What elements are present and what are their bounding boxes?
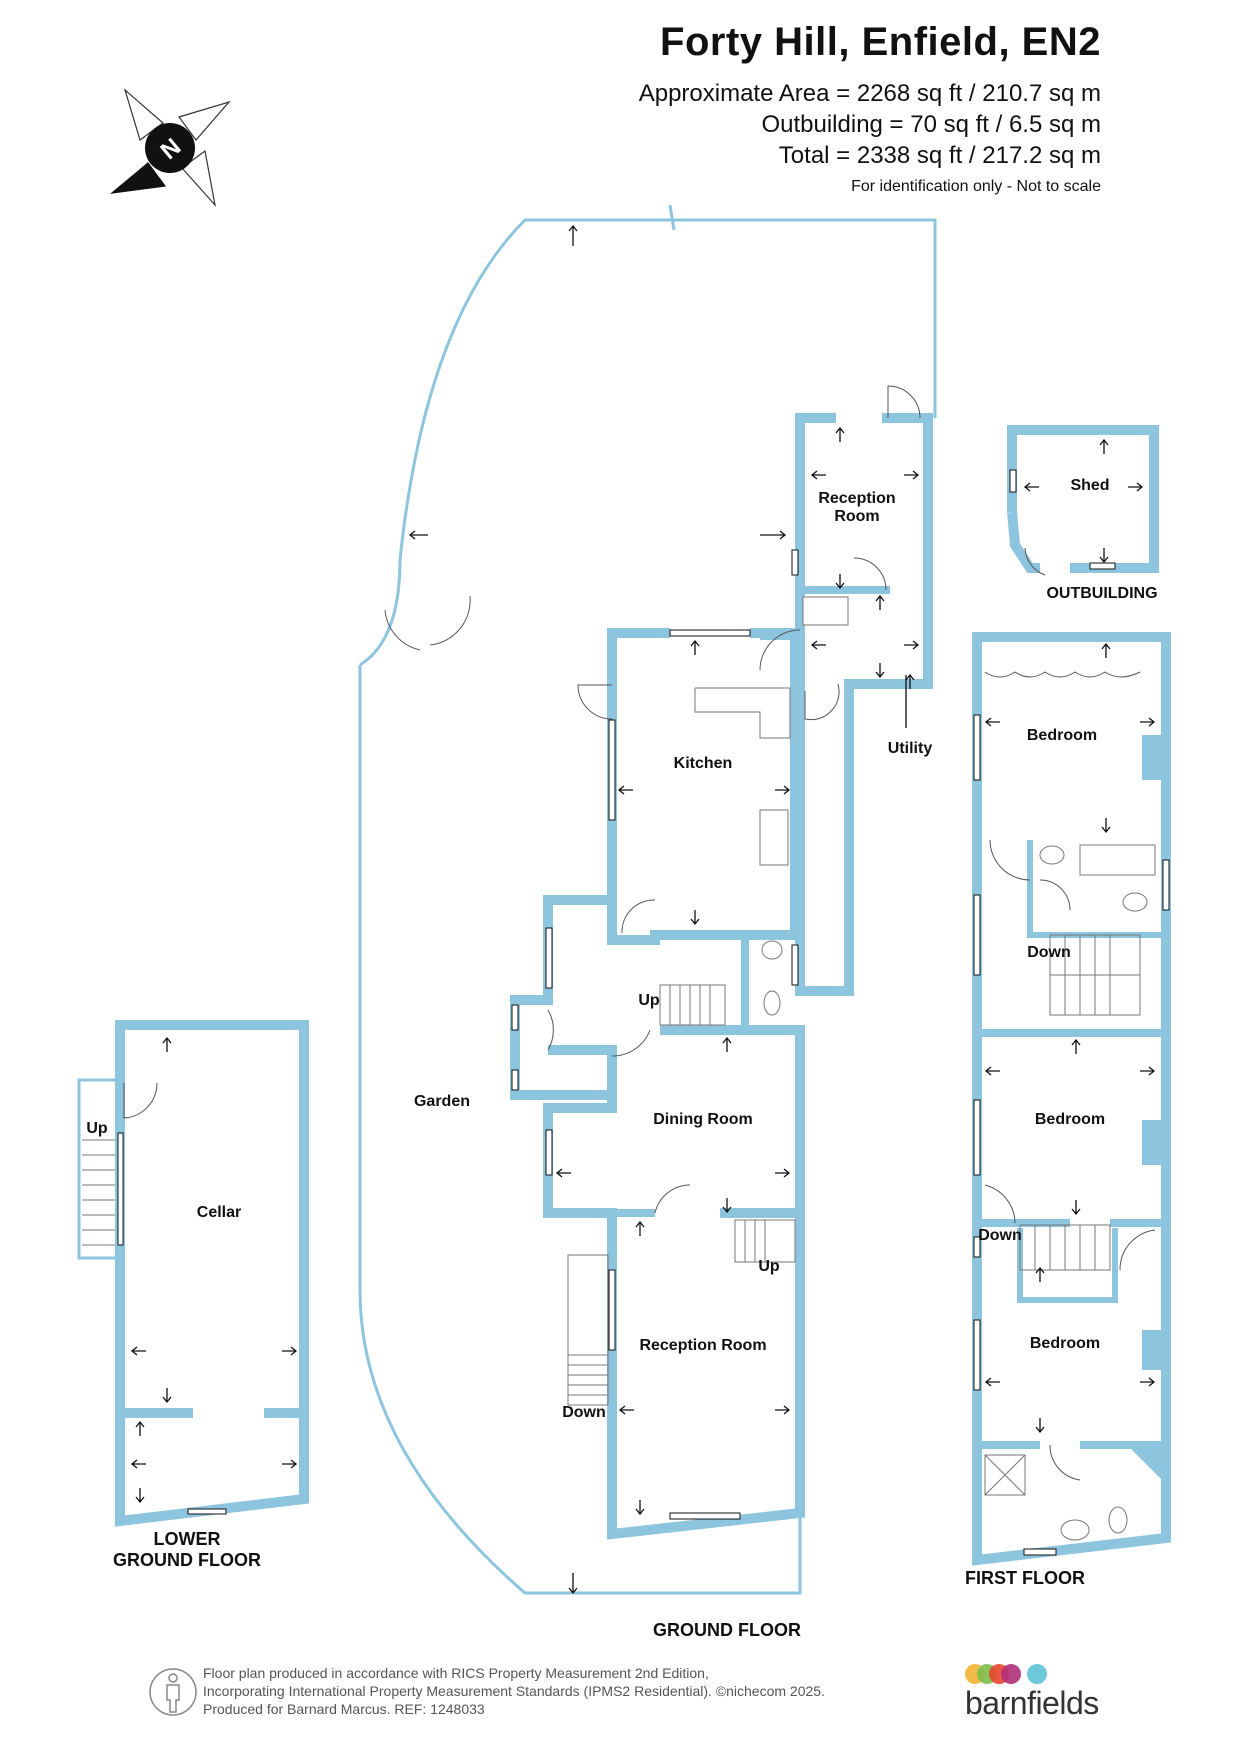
footer: Floor plan produced in accordance with R… <box>203 1664 825 1718</box>
outbuilding-area: Outbuilding = 70 sq ft / 6.5 sq m <box>761 111 1101 138</box>
stairs-up-label-2: Up <box>758 1258 780 1275</box>
garden-label: Garden <box>414 1093 470 1110</box>
total-area: Total = 2338 sq ft / 217.2 sq m <box>778 142 1101 169</box>
first-floor: Bedroom Bedroom Bedroom Down Down FIRST … <box>965 632 1171 1588</box>
room-dining-label: Dining Room <box>653 1111 753 1128</box>
room-kitchen-label: Kitchen <box>674 755 733 772</box>
brand-dot <box>1001 1664 1021 1684</box>
page-title: Forty Hill, Enfield, EN2 <box>660 20 1101 64</box>
stairs-up-label-1: Up <box>638 992 660 1009</box>
lower-ground-floor: Up Cellar LOWER GROUND FLOOR <box>77 1020 309 1570</box>
stairs-down-label: Down <box>562 1404 606 1421</box>
room-reception-top-label-2: Room <box>834 508 879 525</box>
stairs-down-label-1: Down <box>1027 944 1071 961</box>
room-bedroom-1-label: Bedroom <box>1027 727 1097 744</box>
footer-line-2: Incorporating International Property Mea… <box>203 1683 825 1699</box>
brand-logo: barnfields <box>965 1685 1099 1721</box>
brand-dot <box>1027 1664 1047 1684</box>
scale-note: For identification only - Not to scale <box>851 178 1101 195</box>
brand-logo-dots <box>965 1664 1047 1684</box>
stairs-up-label: Up <box>86 1120 108 1137</box>
room-reception-label: Reception Room <box>639 1337 766 1354</box>
lower-ground-floor-label-2: GROUND FLOOR <box>113 1550 261 1570</box>
room-bedroom-3-label: Bedroom <box>1030 1335 1100 1352</box>
lower-ground-floor-label-1: LOWER <box>154 1529 221 1549</box>
footer-line-3: Produced for Barnard Marcus. REF: 124803… <box>203 1701 485 1717</box>
room-utility-label: Utility <box>888 740 933 757</box>
first-floor-label: FIRST FLOOR <box>965 1568 1085 1588</box>
room-cellar-label: Cellar <box>197 1204 241 1221</box>
outbuilding-label: OUTBUILDING <box>1046 585 1157 602</box>
approximate-area: Approximate Area = 2268 sq ft / 210.7 sq… <box>638 80 1101 107</box>
outbuilding: Shed OUTBUILDING <box>1007 425 1159 602</box>
rics-person-icon <box>149 1668 197 1716</box>
room-bedroom-2-label: Bedroom <box>1035 1111 1105 1128</box>
compass-icon: N <box>110 88 231 208</box>
room-reception-top-label-1: Reception <box>818 490 895 507</box>
room-shed-label: Shed <box>1070 477 1109 494</box>
ground-floor-label: GROUND FLOOR <box>653 1620 801 1640</box>
ground-floor: Reception Room Kitchen Utility Garden Di… <box>358 204 937 1640</box>
stairs-down-label-2: Down <box>978 1227 1022 1244</box>
footer-line-1: Floor plan produced in accordance with R… <box>203 1665 709 1681</box>
